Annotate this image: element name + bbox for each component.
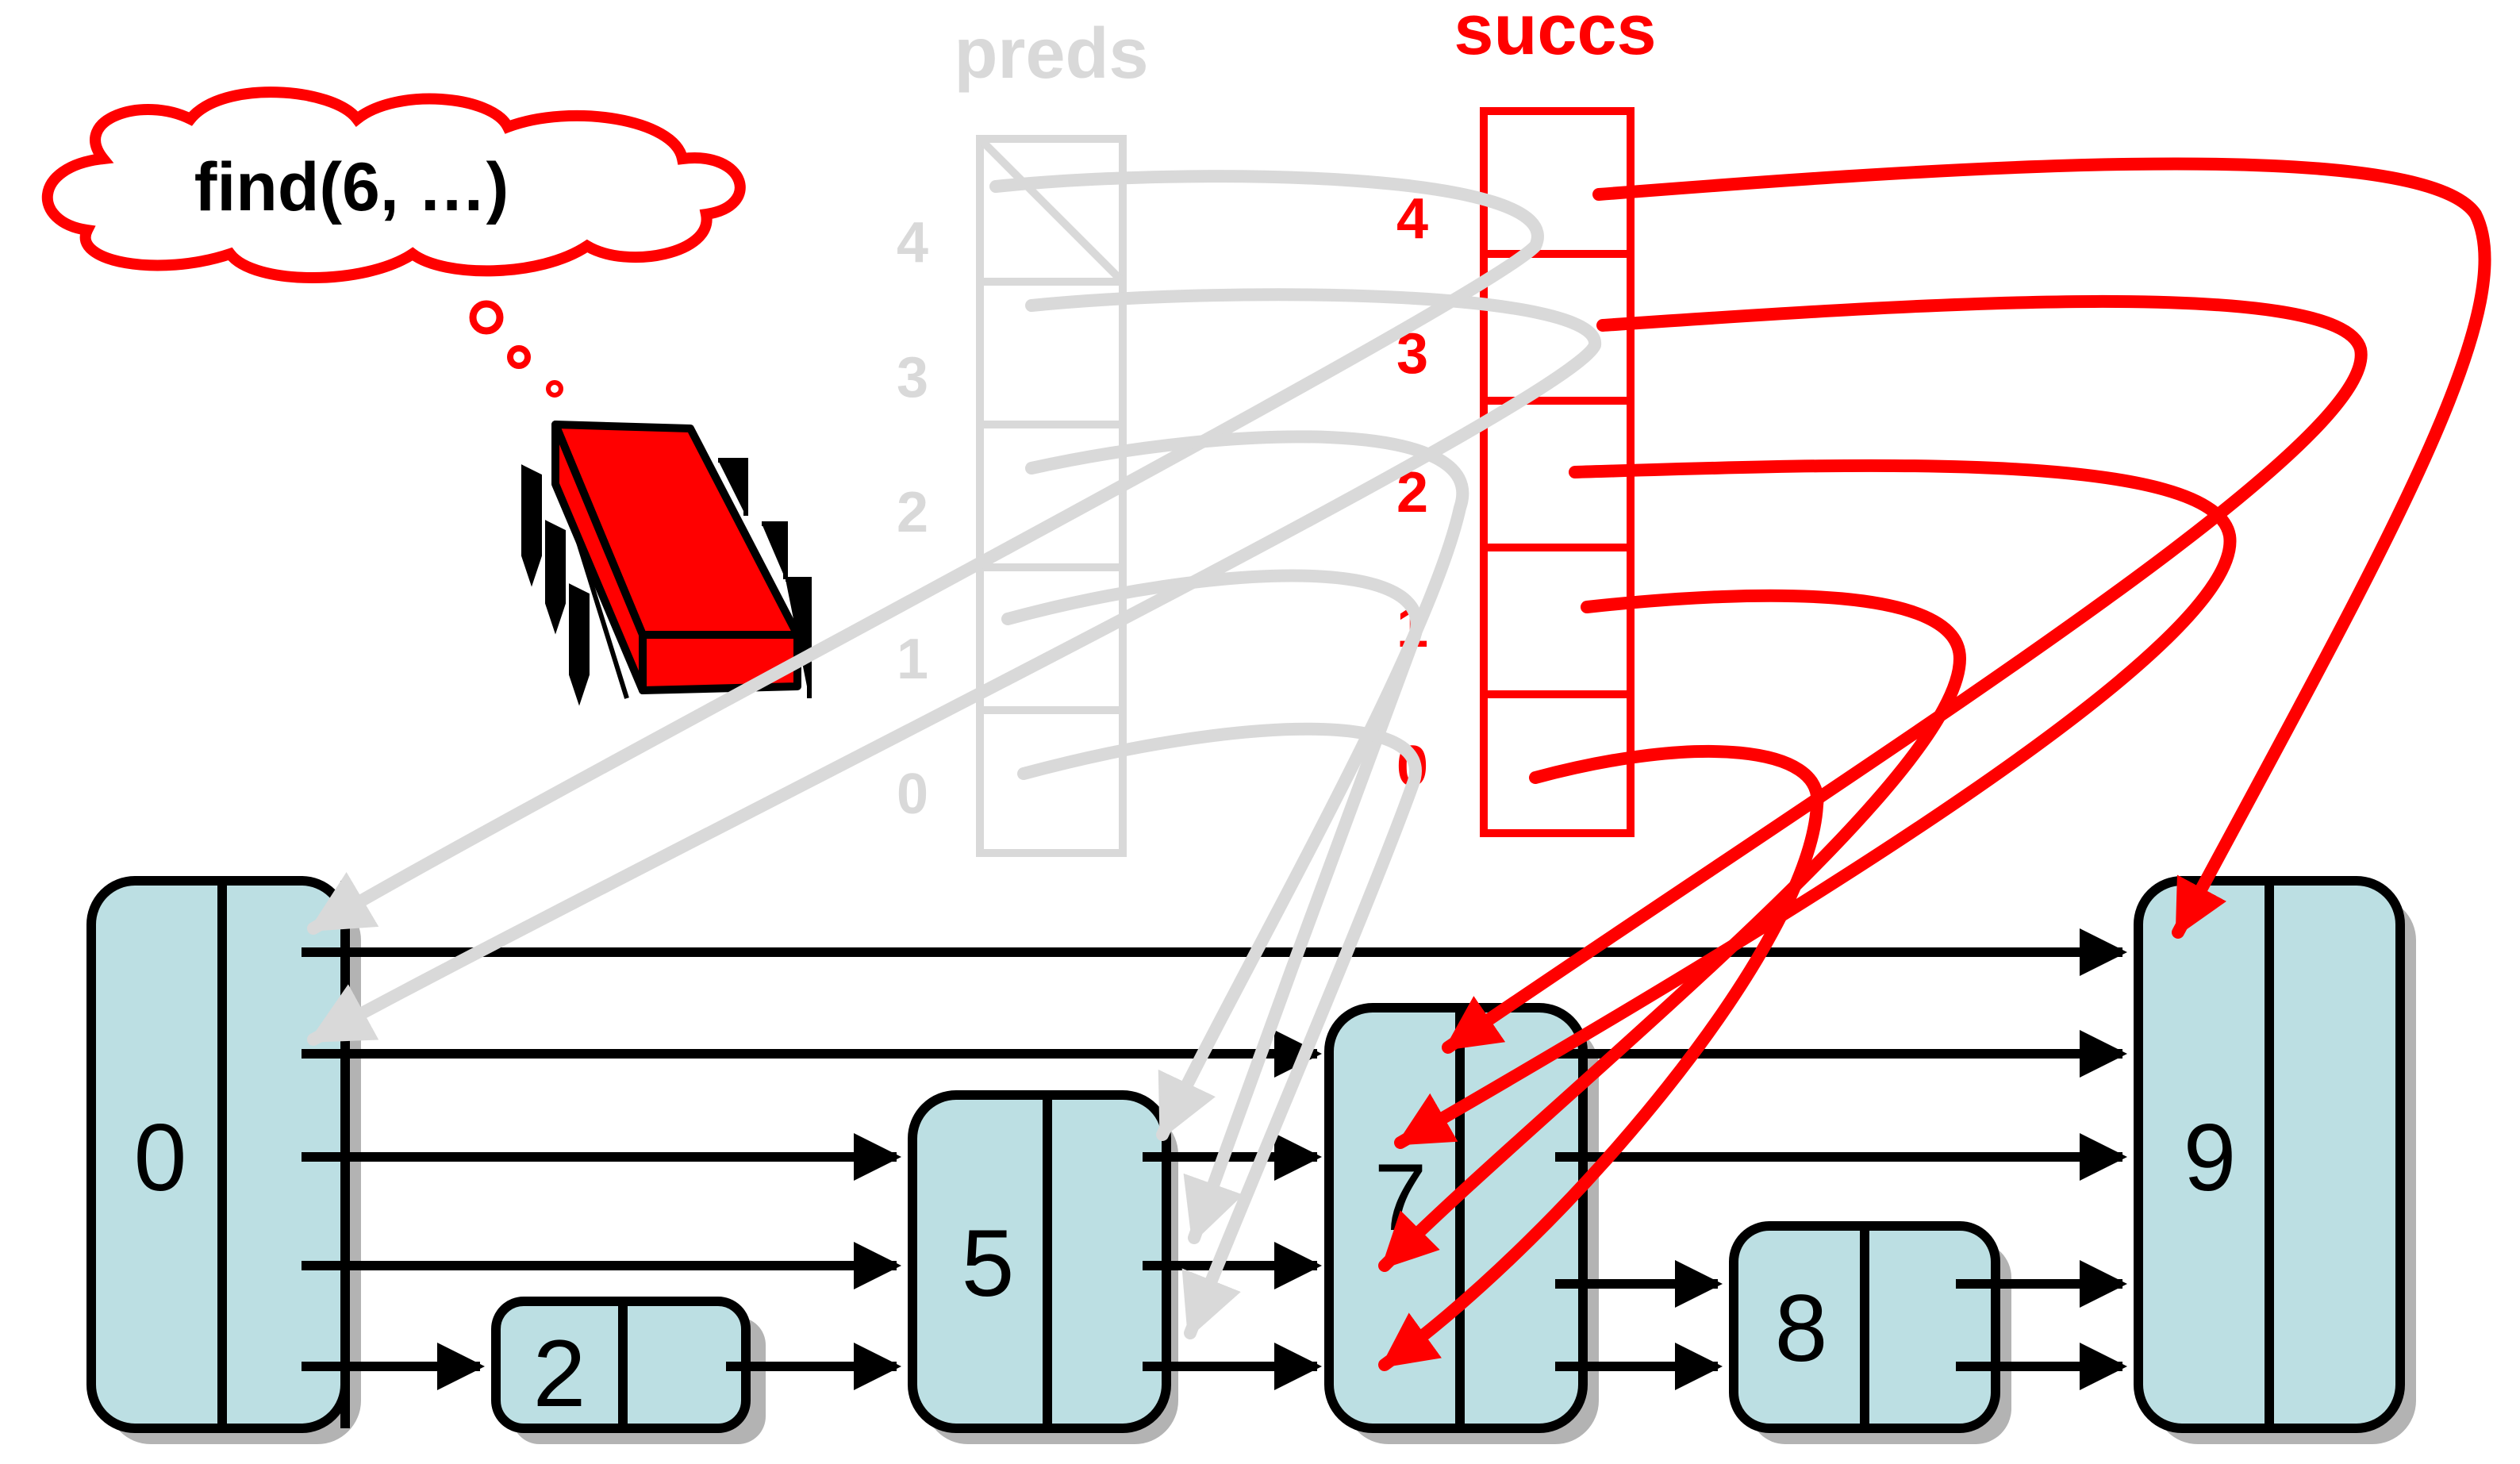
node-key: 2	[533, 1320, 586, 1427]
preds-level-4: 4	[897, 211, 928, 275]
preds-level-1: 1	[897, 628, 928, 691]
node-8: 8	[1729, 1221, 2000, 1433]
node-5: 5	[908, 1090, 1171, 1433]
preds-level-2: 2	[897, 481, 928, 544]
node-2: 2	[491, 1297, 751, 1433]
level-links	[302, 928, 2127, 1390]
node-key: 9	[2184, 1105, 2237, 1211]
succs-title: succs	[1454, 0, 1656, 70]
find-call-text: find(6, …)	[194, 149, 509, 225]
thought-dot-large	[469, 300, 504, 335]
succs-level-4: 4	[1396, 187, 1428, 251]
preds-box	[976, 135, 1127, 857]
preds-level-3: 3	[897, 346, 928, 409]
thought-dot-medium	[507, 345, 531, 369]
preds-title: preds	[954, 14, 1148, 94]
node-9: 9	[2134, 876, 2405, 1433]
node-key: 0	[134, 1105, 187, 1211]
node-key: 5	[962, 1210, 1015, 1316]
preds-pointers	[307, 170, 1601, 1339]
thread-chip-icon	[521, 421, 812, 706]
node-key: 8	[1775, 1275, 1828, 1381]
succs-array: succs 4 3 2 1 0	[1396, 0, 1657, 837]
thought-bubble: find(6, …)	[41, 86, 746, 398]
thought-dot-small	[546, 380, 563, 398]
preds-array: preds 4 3 2 1 0	[897, 14, 1149, 857]
succs-pointers	[1378, 157, 2491, 1371]
preds-level-0: 0	[897, 763, 928, 826]
